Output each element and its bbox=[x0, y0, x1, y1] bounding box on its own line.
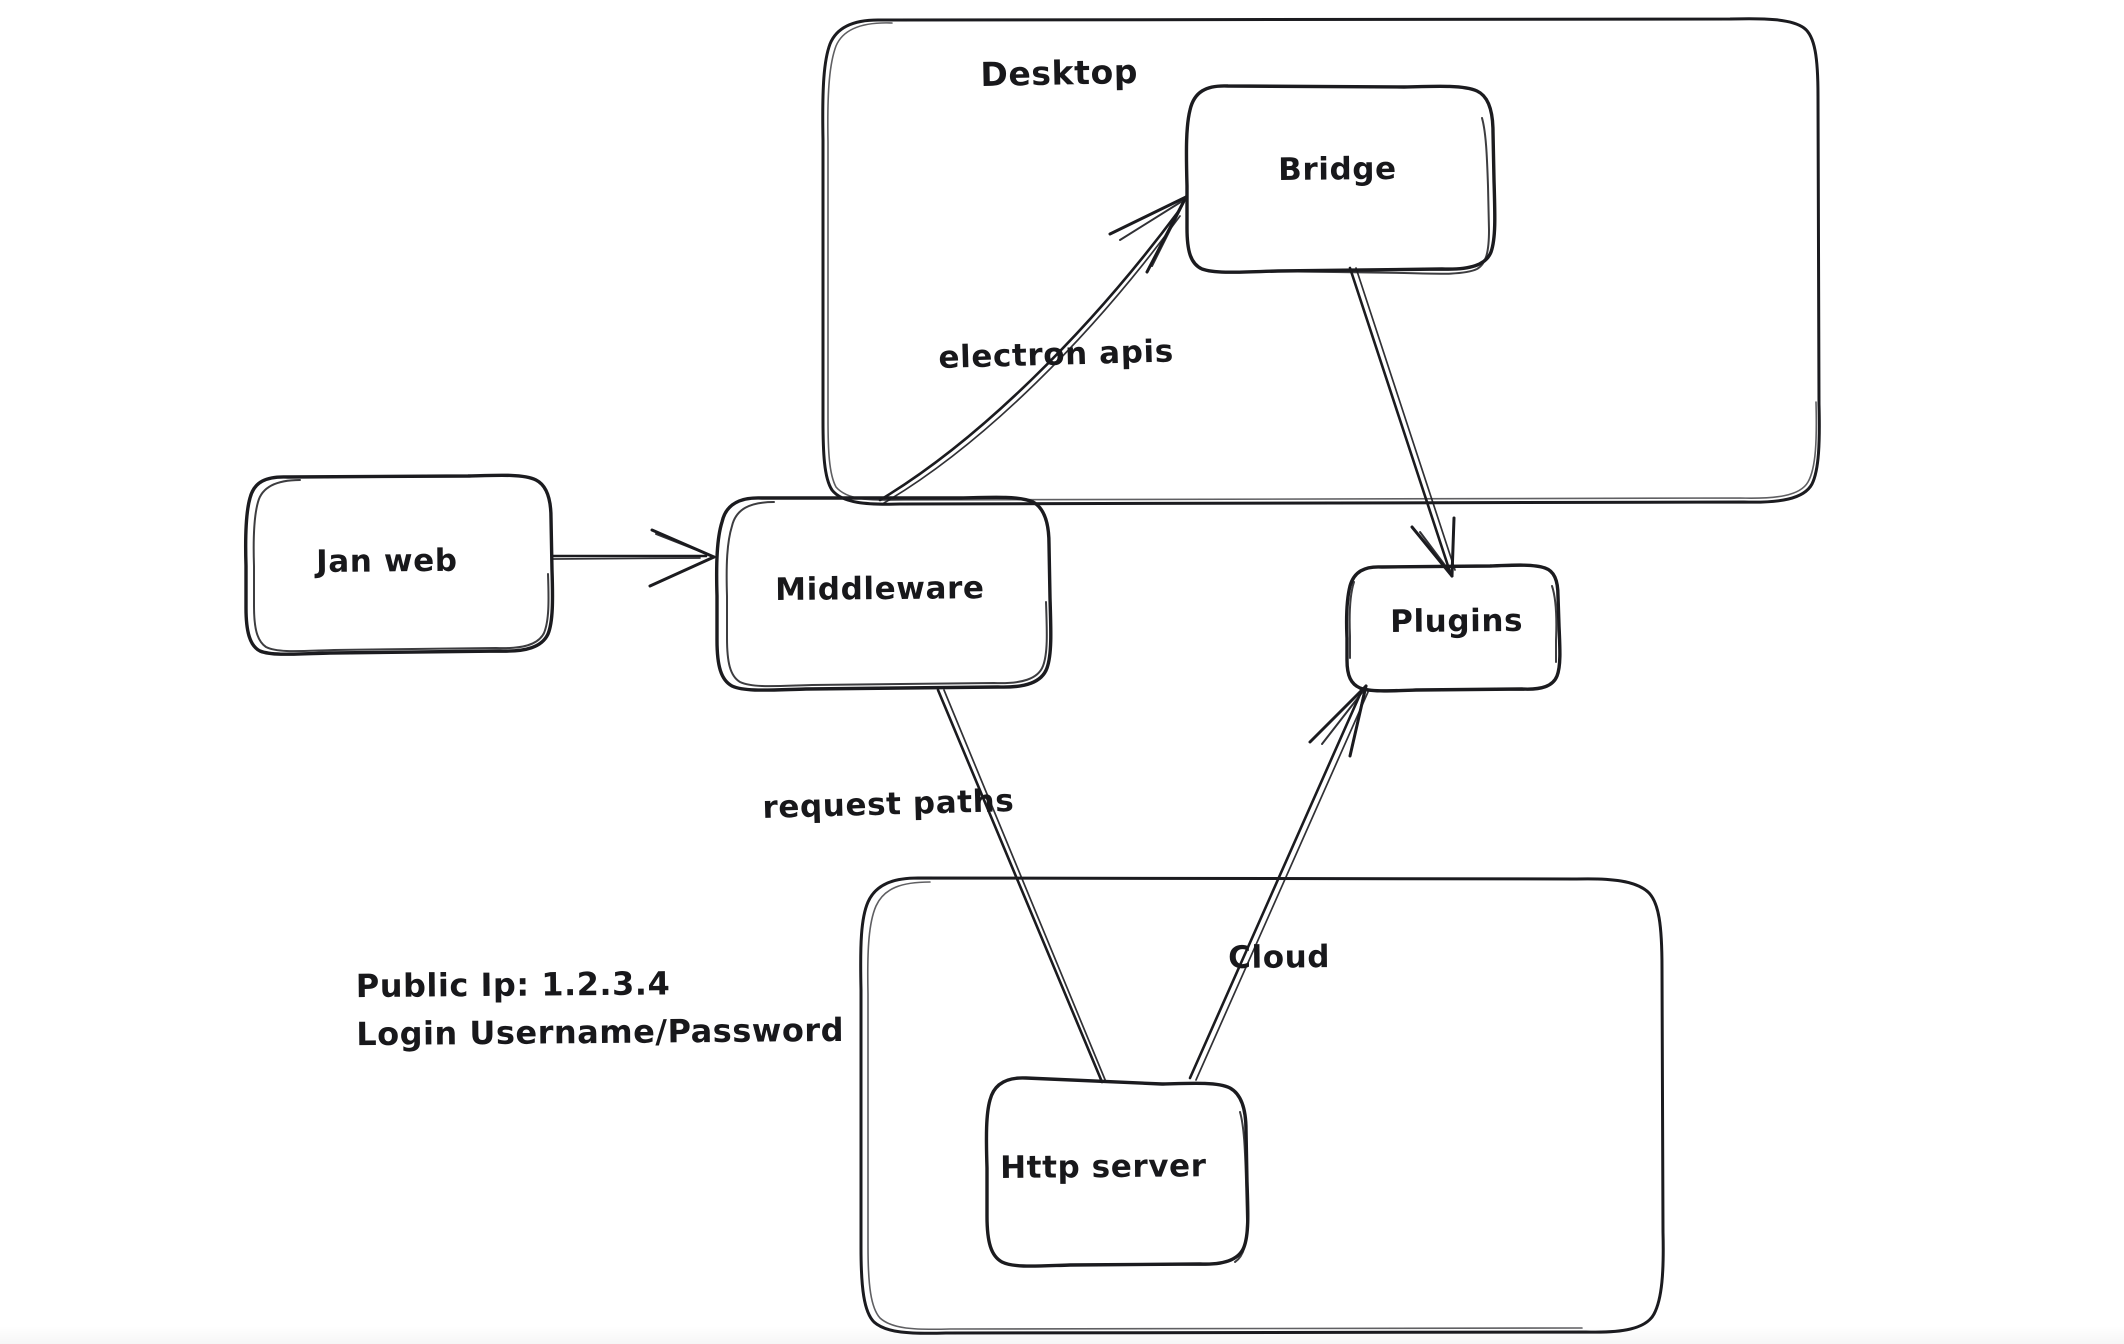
node-jan-web-outline[interactable] bbox=[243, 473, 555, 656]
edge-label-electron-apis: electron apis bbox=[938, 333, 1175, 376]
node-label-http-server: Http server bbox=[1000, 1148, 1207, 1186]
edge-middleware-to-bridge[interactable] bbox=[878, 195, 1188, 504]
node-label-middleware: Middleware bbox=[775, 570, 985, 608]
node-label-jan-web: Jan web bbox=[316, 542, 458, 580]
group-label-cloud: Cloud bbox=[1228, 939, 1331, 976]
node-http-server-outline[interactable] bbox=[984, 1076, 1250, 1268]
node-plugins-outline[interactable] bbox=[1344, 563, 1562, 693]
group-desktop-outline[interactable] bbox=[821, 17, 1821, 506]
node-bridge-outline[interactable] bbox=[1184, 84, 1497, 275]
note-line-login: Login Username/Password bbox=[356, 1010, 845, 1054]
node-label-bridge: Bridge bbox=[1278, 150, 1397, 188]
node-middleware-outline[interactable] bbox=[714, 495, 1053, 692]
group-label-desktop: Desktop bbox=[980, 51, 1139, 94]
node-label-plugins: Plugins bbox=[1390, 602, 1524, 640]
edge-http-server-to-middleware[interactable] bbox=[936, 688, 1107, 1084]
edge-label-request-paths: request paths bbox=[762, 782, 1015, 826]
note-line-public-ip: Public Ip: 1.2.3.4 bbox=[355, 964, 671, 1006]
edge-http-server-to-plugins[interactable] bbox=[1188, 684, 1369, 1081]
group-cloud-outline[interactable] bbox=[859, 876, 1665, 1335]
edge-bridge-to-plugins[interactable] bbox=[1348, 266, 1456, 578]
edge-jan-web-to-middleware[interactable] bbox=[551, 528, 716, 588]
note-access-credentials: Public Ip: 1.2.3.4 Login Username/Passwo… bbox=[356, 958, 845, 1058]
